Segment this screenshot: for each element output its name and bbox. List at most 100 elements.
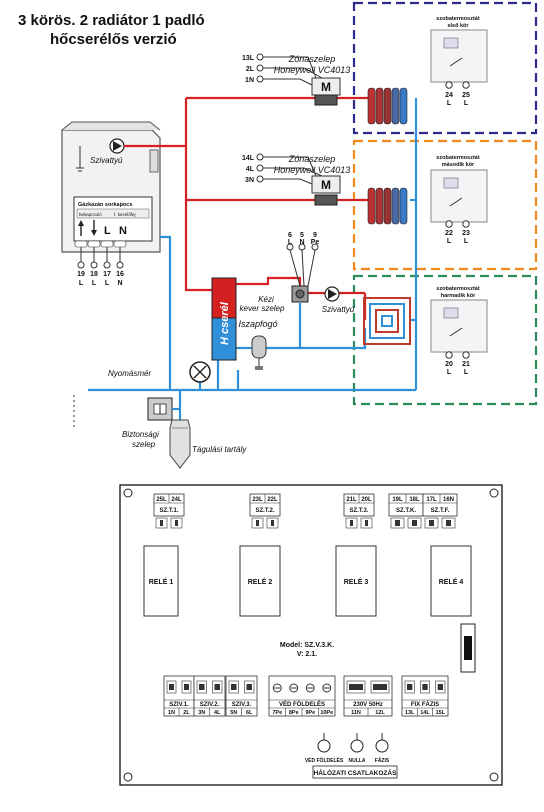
radiator-1 bbox=[367, 87, 408, 125]
thermostat-3-display bbox=[443, 307, 459, 319]
hot-pipes bbox=[124, 96, 370, 320]
thermostat-2-term-a: 22 bbox=[445, 230, 453, 237]
boiler-top bbox=[61, 121, 161, 131]
thermostat-2-body bbox=[430, 169, 488, 223]
thermostat-1-display bbox=[443, 37, 459, 49]
boiler-panel-L: L bbox=[104, 225, 111, 237]
zone-valve-2-wire-2: 4L bbox=[246, 166, 255, 173]
expansion-tank-label: Tágulási tartály bbox=[192, 445, 247, 454]
thermostat-3-subtitle: harmadik kör bbox=[441, 293, 476, 299]
zone-valve-2-wire-3: 3N bbox=[245, 177, 254, 184]
top-block-4: 19L 18L SZ.T.K. bbox=[388, 493, 424, 529]
zone-valve-2: M 14L 4L 3N Zónaszelep Honeywell VC4013 bbox=[242, 153, 351, 206]
safety-valve-label-2: szelep bbox=[132, 440, 156, 449]
thermostat-3-term-b: 21 bbox=[462, 361, 470, 368]
bottom-block-1-term-1: 1N bbox=[168, 710, 175, 716]
bottom-block-5-term-1: 11N bbox=[351, 710, 361, 716]
top-block-4-term-2: 18L bbox=[409, 497, 420, 503]
zone-valve-2-motor-box bbox=[311, 175, 341, 194]
top-block-3-term-1: 21L bbox=[346, 497, 357, 503]
boiler-term-17: 17 bbox=[103, 271, 111, 278]
boiler-panel-title: Gázkazán sorkapocs bbox=[78, 202, 132, 208]
title-line2: hőcserélős verzió bbox=[50, 31, 177, 48]
zone-valve-1-wire-1: 13L bbox=[242, 55, 255, 62]
mains-title-box bbox=[312, 765, 398, 779]
zone-valve-2-model: Honeywell VC4013 bbox=[274, 165, 351, 175]
zone-valve-1-body bbox=[314, 94, 338, 106]
bottom-block-4-label: VÉD FÖLDELÉS bbox=[279, 700, 325, 708]
thermostat-1-type-a: L bbox=[447, 100, 452, 107]
mixer-term-5: 5 bbox=[300, 232, 304, 239]
bottom-block-5-term-2: 12L bbox=[375, 710, 385, 716]
thermostat-3-title: szobatermosztát bbox=[436, 286, 480, 292]
boiler-term-18: 18 bbox=[90, 271, 98, 278]
boiler: Szivattyú Gázkazán sorkapocs bekapcsoló … bbox=[61, 121, 161, 287]
bottom-block-3-term-1: 5N bbox=[230, 710, 237, 716]
thermostat-1-term-b: 25 bbox=[462, 92, 470, 99]
thermostat-2-subtitle: második kör bbox=[442, 162, 475, 168]
zone-valve-2-body bbox=[314, 194, 338, 206]
top-block-3: 21L 20L SZ.T.3. bbox=[343, 493, 375, 529]
boiler-type-18: L bbox=[92, 280, 97, 287]
zone2-box bbox=[352, 139, 538, 271]
mixer-pump-label: Szivattyú bbox=[322, 305, 355, 314]
boiler-panel-sub1: bekapcsoló bbox=[79, 212, 102, 217]
boiler-panel-sub2: f. kezelőfej bbox=[114, 212, 136, 217]
thermostat-2-display bbox=[443, 177, 459, 189]
top-block-3-term-2: 20L bbox=[361, 497, 372, 503]
pressure-gauge bbox=[189, 361, 211, 383]
top-block-5-term-1: 17L bbox=[426, 497, 437, 503]
zone-valve-2-wire-1: 14L bbox=[242, 155, 255, 162]
thermostat-3-body bbox=[430, 299, 488, 353]
bottom-block-4-term-4: 10Pe bbox=[320, 710, 333, 716]
bottom-block-2-term-2: 4L bbox=[214, 710, 221, 716]
thermostat-1-title: szobatermosztát bbox=[436, 16, 480, 22]
relay-4 bbox=[430, 545, 472, 617]
zone-valve-1-motor: M bbox=[321, 80, 331, 94]
mains-neutral-label: NULLA bbox=[349, 758, 366, 764]
controller-box bbox=[119, 484, 503, 786]
floor-heating-coil bbox=[363, 297, 411, 345]
top-block-4-term-1: 19L bbox=[392, 497, 403, 503]
mixer-term-9: 9 bbox=[313, 232, 317, 239]
relay-3 bbox=[335, 545, 377, 617]
top-block-2-label: SZ.T.2. bbox=[255, 508, 274, 514]
title-line1: 3 körös. 2 radiátor 1 padló bbox=[18, 12, 205, 29]
relay-4-label: RELÉ 4 bbox=[439, 577, 464, 586]
thermostat-3-type-a: L bbox=[447, 369, 452, 376]
thermostat-3: szobatermosztát harmadik kör 20 21 L L bbox=[430, 286, 488, 376]
thermostat-2-type-a: L bbox=[447, 238, 452, 245]
mixer-term-6: 6 bbox=[288, 232, 292, 239]
relay-3-label: RELÉ 3 bbox=[344, 577, 369, 586]
bottom-block-4-term-1: 7Pe bbox=[272, 710, 282, 716]
mixer-kezi-label: Kézi bbox=[258, 295, 274, 304]
radiator-2 bbox=[367, 187, 408, 225]
zone-valve-1: M 13L 2L 1N Zónaszelep Honeywell VC4013 bbox=[242, 53, 350, 106]
controller-version: V: 2.1. bbox=[297, 651, 317, 658]
mud-separator: Iszapfogó bbox=[238, 319, 278, 370]
thermostat-1-type-b: L bbox=[464, 100, 469, 107]
top-block-4-label: SZ.T.K. bbox=[396, 508, 416, 514]
top-block-3-label: SZ.T.3. bbox=[349, 508, 368, 514]
boiler-term-16: 16 bbox=[116, 271, 124, 278]
boiler-panel-N: N bbox=[119, 225, 127, 237]
mains-phase-connector bbox=[375, 739, 389, 753]
relay-2-label: RELÉ 2 bbox=[248, 577, 273, 586]
mains-neutral-connector bbox=[350, 739, 364, 753]
controller-model: Model: SZ.V.3.K. bbox=[280, 642, 334, 649]
mixer-type-9: Pe bbox=[311, 239, 320, 246]
mud-separator-label: Iszapfogó bbox=[238, 319, 277, 329]
thermostat-2-title: szobatermosztát bbox=[436, 155, 480, 161]
top-block-2-term-2: 22L bbox=[267, 497, 278, 503]
top-block-1-term-2: 24L bbox=[171, 497, 182, 503]
